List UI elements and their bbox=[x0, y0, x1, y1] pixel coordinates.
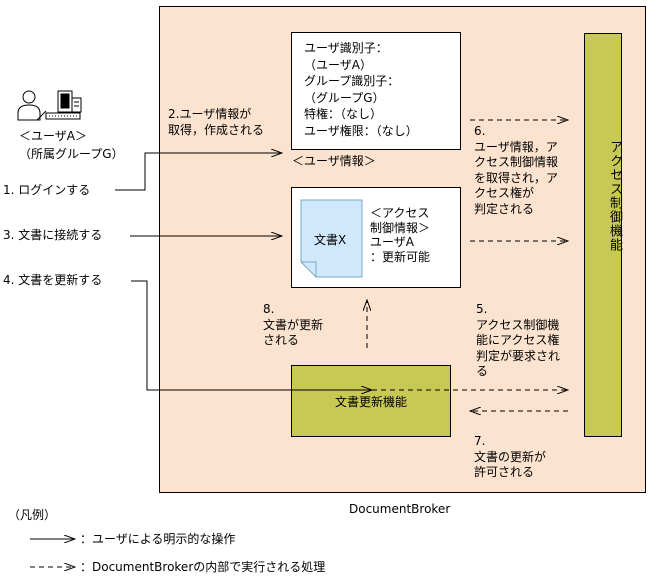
step-3-label: 3. 文書に接続する bbox=[3, 228, 103, 242]
step-6-label: 6. ユーザ情報，ア クセス制御情報 を取得され，ア クセス権が 判定される bbox=[474, 124, 559, 216]
legend-solid-label: ：ユーザによる明示的な操作 bbox=[80, 532, 236, 546]
step-4-label: 4. 文書を更新する bbox=[3, 273, 103, 287]
legend-title: （凡例） bbox=[8, 508, 57, 522]
update-function-label: 文書更新機能 bbox=[334, 395, 407, 409]
step-5-label: 5. アクセス制御機 能にアクセス権 判定が要求され る bbox=[476, 302, 561, 378]
access-control-label: アクセス制御機能 bbox=[607, 140, 622, 252]
user-label: ＜ユーザA＞ bbox=[19, 129, 87, 143]
step-1-label: 1. ログインする bbox=[3, 183, 91, 197]
update-request-arrow bbox=[131, 280, 372, 390]
broker-label: DocumentBroker bbox=[349, 502, 451, 516]
user-group-label: （所属グループG） bbox=[19, 147, 124, 161]
step-8-label: 8. 文書が更新 される bbox=[263, 302, 324, 347]
document-name: 文書X bbox=[314, 233, 347, 247]
step-7-label: 7. 文書の更新が 許可される bbox=[474, 434, 547, 479]
user-info-box bbox=[291, 32, 461, 150]
step-2-label: 2.ユーザ情報が 取得，作成される bbox=[168, 107, 265, 137]
login-arrow bbox=[115, 153, 282, 191]
access-control-function-box bbox=[584, 33, 622, 437]
legend-dashed-label: ：DocumentBrokerの内部で実行される処理 bbox=[80, 560, 326, 574]
document-update-function-box bbox=[291, 365, 451, 437]
user-pc-icon bbox=[17, 90, 82, 121]
user-info-text: ユーザ識別子： （ユーザA） グループ識別子： （グループG） 特権：（なし） … bbox=[304, 41, 418, 138]
document-acl-text: ＜アクセス 制御情報＞ ユーザA ：更新可能 bbox=[370, 206, 431, 264]
document-icon bbox=[300, 199, 363, 278]
user-info-caption: ＜ユーザ情報＞ bbox=[292, 154, 376, 168]
